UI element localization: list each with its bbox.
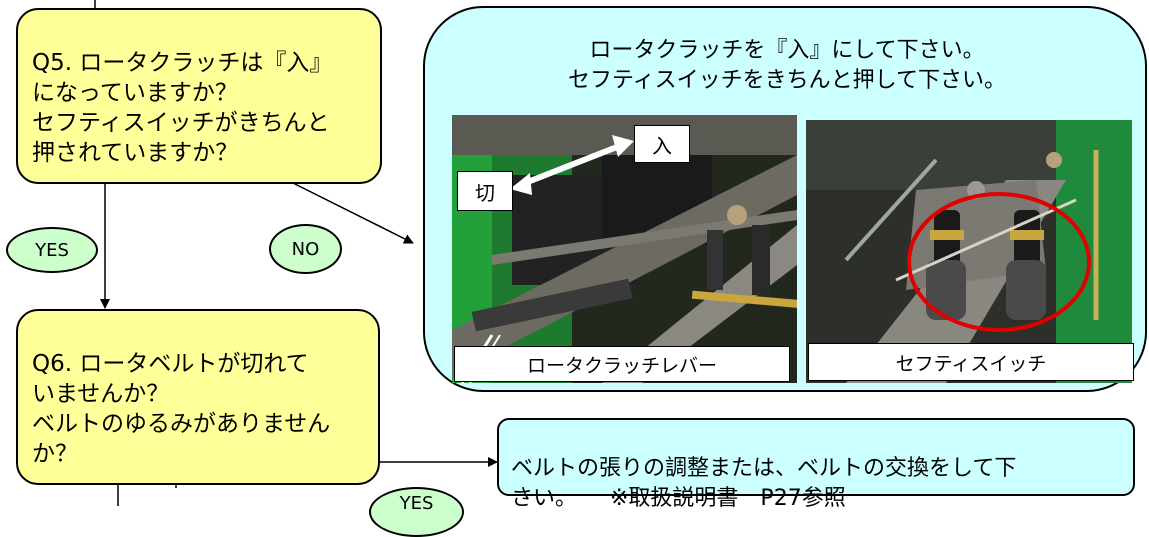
yes-label: YES bbox=[35, 239, 69, 261]
q5-question-text: Q5. ロータクラッチは『入』 になっていますか？ セフティスイッチがきちんと … bbox=[32, 50, 333, 166]
rotary-clutch-lever-photo bbox=[452, 115, 797, 383]
q5-question-box: Q5. ロータクラッチは『入』 になっていますか？ セフティスイッチがきちんと … bbox=[16, 8, 382, 184]
q6-yes-answer-box: ベルトの張りの調整または、ベルトの交換をして下 さい。 ※取扱説明書 P27参照 bbox=[497, 418, 1135, 511]
q6-question-box: Q6. ロータベルトが切れて いませんか？ ベルトのゆるみがありません か？ bbox=[16, 309, 380, 485]
no-label: NO bbox=[291, 238, 320, 260]
off-label: 切 bbox=[475, 180, 495, 205]
yes-oval: YES bbox=[6, 227, 98, 273]
no-oval: NO bbox=[269, 224, 342, 274]
rotary-clutch-lever-caption: ロータクラッチレバー bbox=[454, 346, 790, 382]
yes-oval-2: YES bbox=[369, 487, 464, 537]
safety-switch-caption: セフティスイッチ bbox=[808, 343, 1134, 381]
safety-switch-image bbox=[806, 120, 1132, 383]
yes-label-2: YES bbox=[399, 493, 434, 514]
q6-yes-answer-text: ベルトの張りの調整または、ベルトの交換をして下 さい。 ※取扱説明書 P27参照 bbox=[511, 456, 1017, 511]
q5-no-answer-text: ロータクラッチを『入』にして下さい。 セフティスイッチをきちんと押して下さい。 bbox=[567, 38, 1007, 93]
in-label: 入 bbox=[652, 133, 672, 158]
in-label-box: 入 bbox=[634, 125, 690, 163]
rotary-clutch-lever-image bbox=[452, 115, 797, 383]
off-label-box: 切 bbox=[457, 171, 513, 211]
q6-question-text: Q6. ロータベルトが切れて いませんか？ ベルトのゆるみがありません か？ bbox=[32, 351, 331, 467]
safety-switch-photo bbox=[806, 120, 1132, 383]
